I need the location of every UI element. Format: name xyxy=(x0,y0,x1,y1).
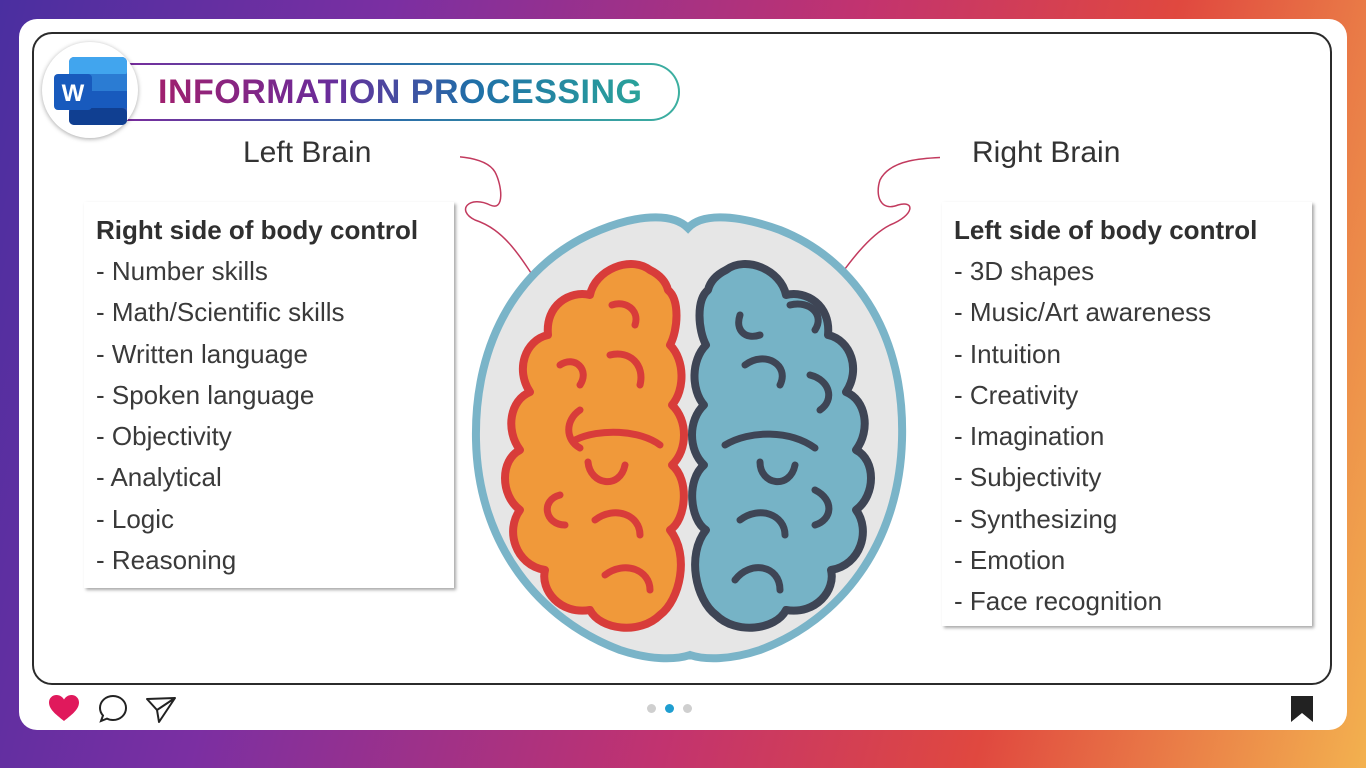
list-item: - Math/Scientific skills xyxy=(96,297,345,328)
list-item: - Reasoning xyxy=(96,545,237,576)
right-connector-arrow xyxy=(822,156,940,301)
right-hemisphere xyxy=(688,260,875,632)
list-item: - Subjectivity xyxy=(954,462,1102,493)
page-title: INFORMATION PROCESSING xyxy=(158,69,643,115)
bookmark-icon[interactable] xyxy=(1289,695,1315,723)
list-item: - Spoken language xyxy=(96,379,315,410)
right-brain-label: Right Brain xyxy=(972,136,1121,169)
list-item: - Number skills xyxy=(96,256,268,286)
heart-icon[interactable] xyxy=(48,694,80,722)
right-box-title: Left side of body control xyxy=(954,215,1258,245)
page-dot[interactable] xyxy=(647,704,656,713)
word-icon: W xyxy=(54,57,127,125)
list-item: - Synthesizing xyxy=(954,503,1118,534)
list-item: - Music/Art awareness xyxy=(954,297,1212,328)
left-brain-label: Left Brain xyxy=(243,136,372,169)
list-item: - Creativity xyxy=(954,379,1079,410)
right-brain-info-box: Left side of body control - 3D shapes - … xyxy=(942,202,1312,626)
left-connector-arrow xyxy=(460,156,549,301)
word-icon-letter: W xyxy=(62,80,85,107)
list-item: - Objectivity xyxy=(96,421,232,452)
left-box-title: Right side of body control xyxy=(96,215,419,245)
page-dot-active[interactable] xyxy=(665,704,674,713)
list-item: - Written language xyxy=(96,338,308,369)
list-item: - Analytical xyxy=(96,462,222,493)
left-brain-info-box: Right side of body control - Number skil… xyxy=(84,202,454,588)
list-item: - Emotion xyxy=(954,545,1066,576)
title-banner xyxy=(120,63,680,121)
page-dot[interactable] xyxy=(683,704,692,713)
list-item: - Imagination xyxy=(954,421,1105,452)
list-item: - Intuition xyxy=(954,338,1061,369)
brain-illustration xyxy=(460,156,940,663)
comment-icon[interactable] xyxy=(98,694,128,724)
list-item: - Face recognition xyxy=(954,586,1163,617)
list-item: - 3D shapes xyxy=(954,256,1095,286)
send-icon[interactable] xyxy=(145,696,177,724)
list-item: - Logic xyxy=(96,503,175,534)
